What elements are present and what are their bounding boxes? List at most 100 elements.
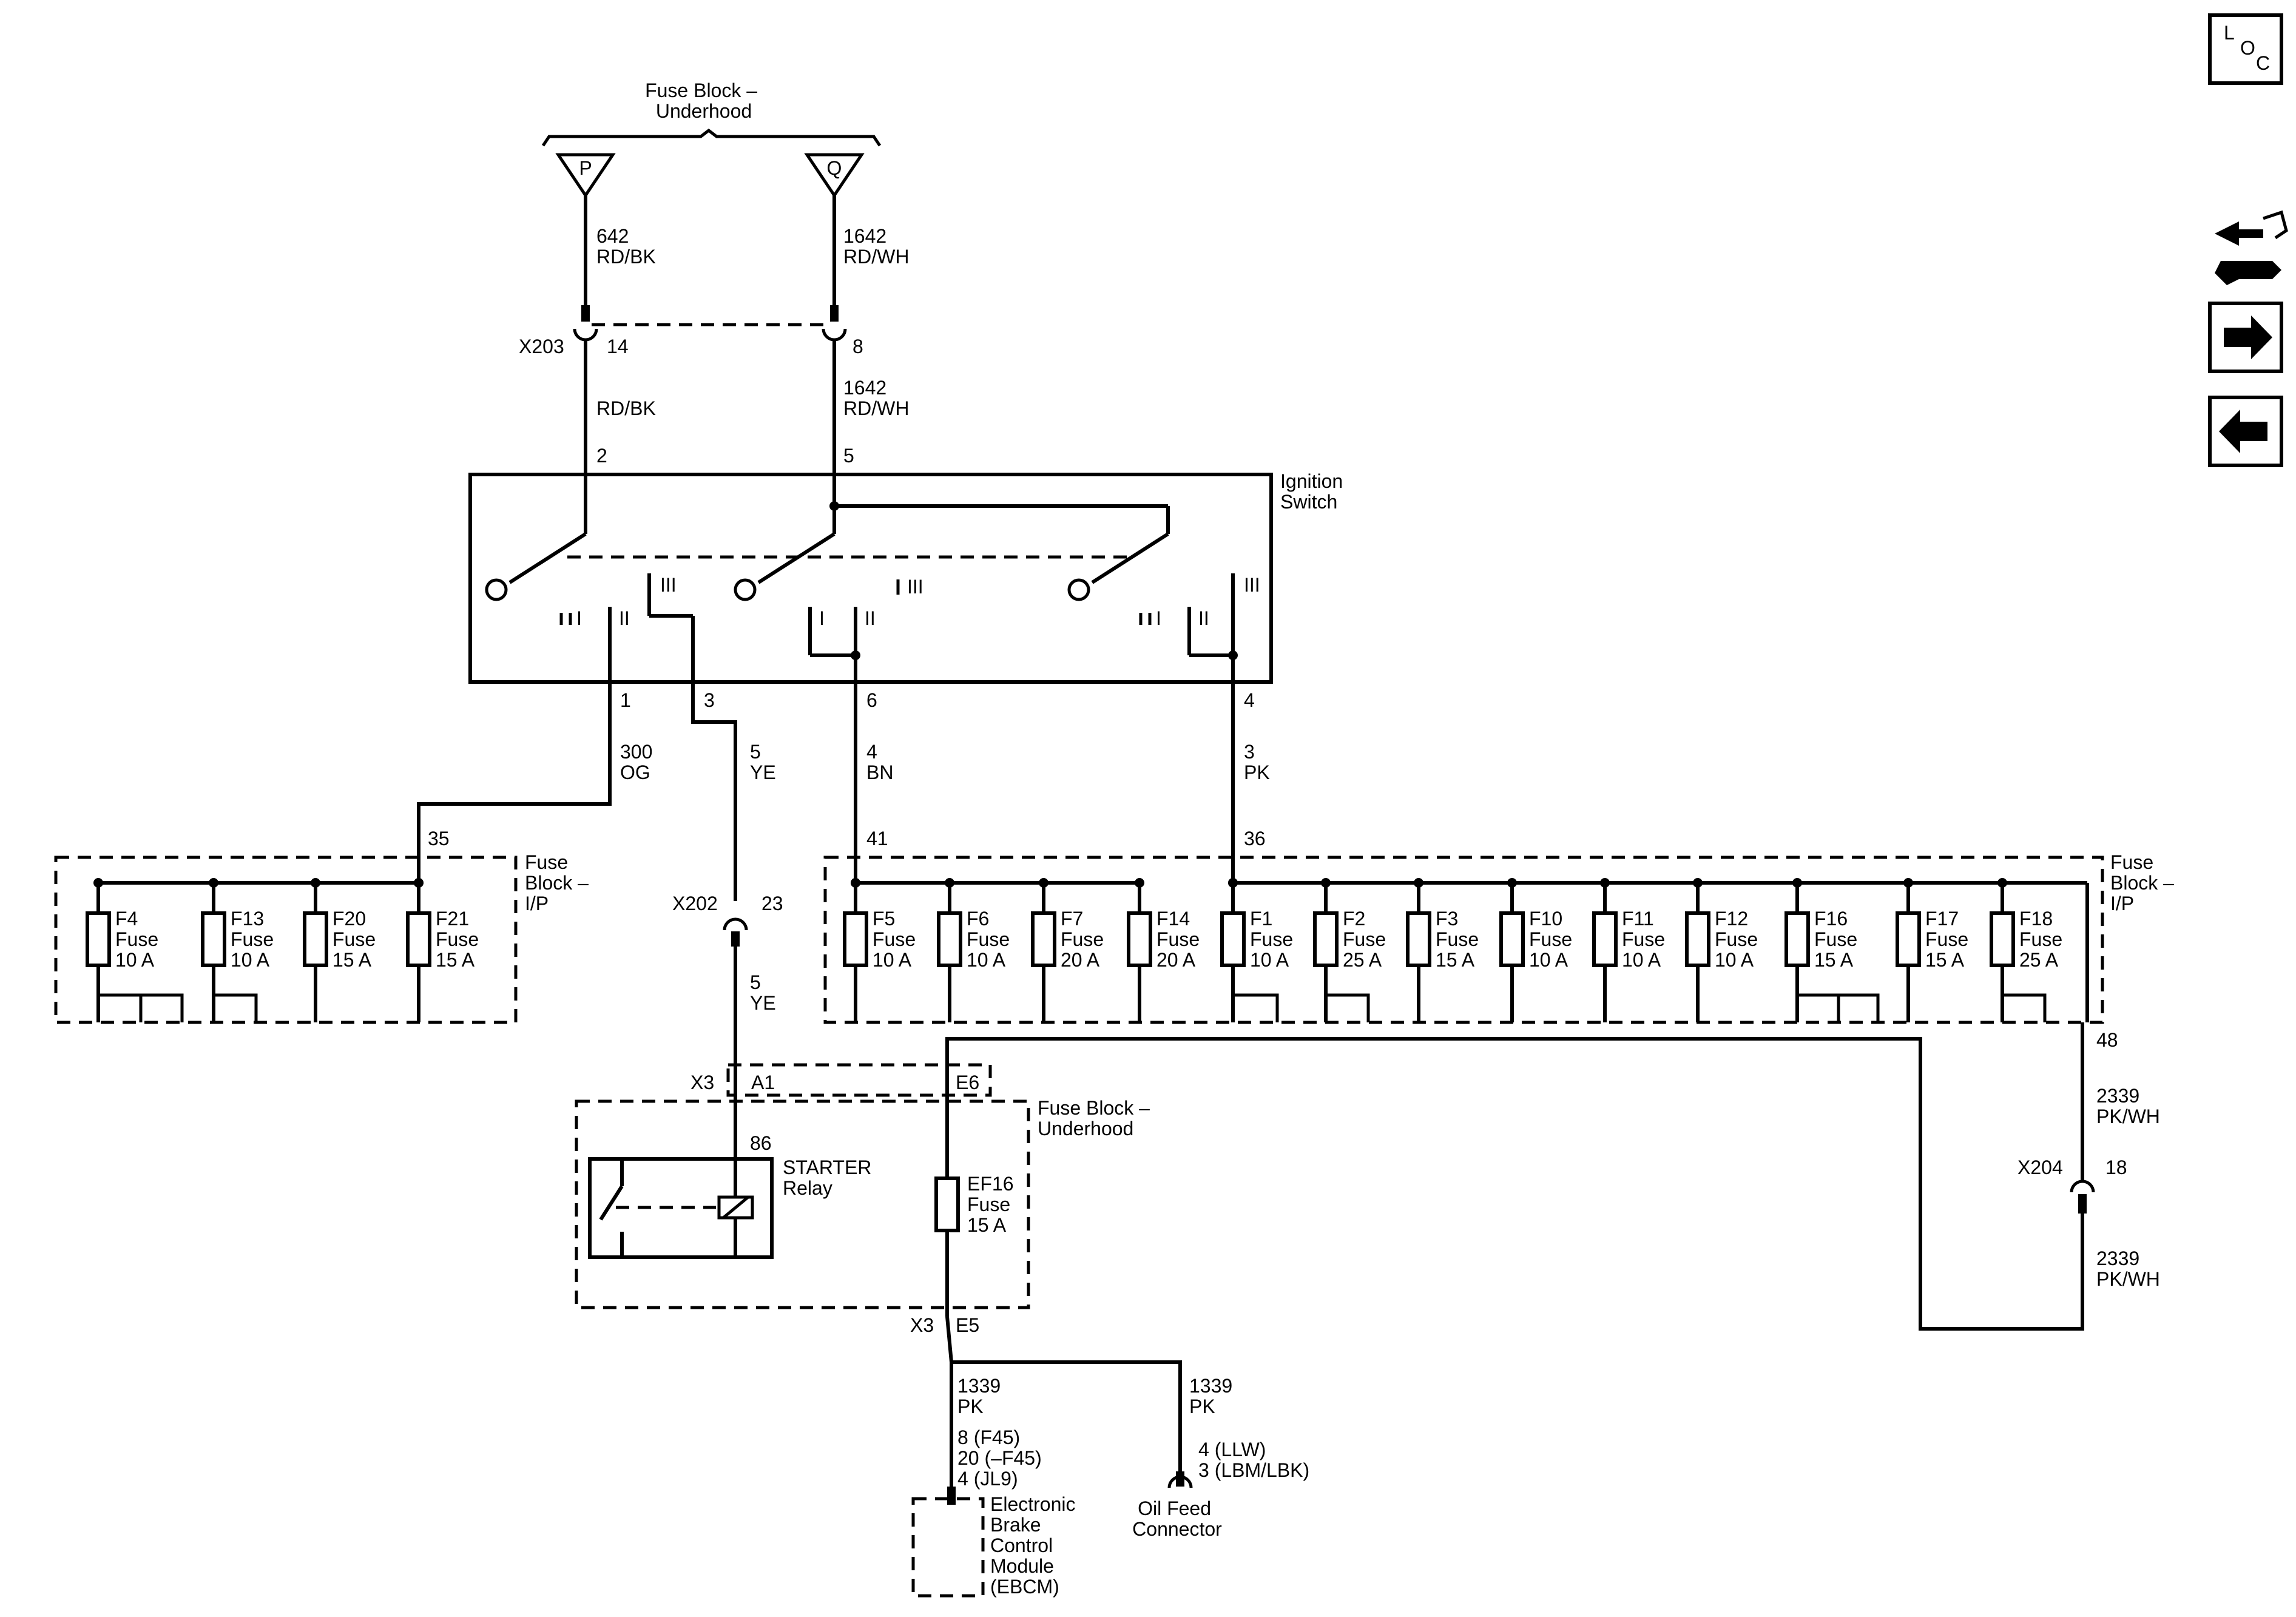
wire-5-ye	[691, 682, 737, 901]
next-arrow-icon[interactable]	[2208, 302, 2283, 373]
oil-pins-label: 4 (LLW) 3 (LBM/LBK)	[1198, 1439, 1309, 1481]
wire-4bn-label: 4 BN	[866, 741, 893, 783]
pos-ii-2: II	[865, 607, 876, 629]
connector-x203: X203 14 8	[519, 305, 863, 357]
x203-pin8: 8	[853, 336, 863, 357]
x3-bottom-label: X3	[910, 1314, 934, 1336]
loc-letter-o: O	[2240, 37, 2255, 59]
wire-1642-mid-label: 1642 RD/WH	[843, 377, 909, 419]
wire-300-og	[417, 682, 612, 883]
x202-pin23: 23	[761, 893, 783, 914]
x203-pin14: 14	[607, 336, 629, 357]
pin-35: 35	[428, 828, 450, 849]
pin-36: 36	[1244, 828, 1266, 849]
pos-ii-1: II	[619, 607, 630, 629]
loc-icon[interactable]: L O C	[2208, 13, 2283, 85]
wire-300-label: 300 OG	[620, 741, 658, 783]
wire-1642-top-label: 1642 RD/WH	[843, 225, 909, 268]
wire-1339-right	[945, 1316, 1182, 1474]
wire-1339-right-label: 1339 PK	[1189, 1375, 1238, 1417]
fuse-block-ip-left-label: Fuse Block – I/P	[525, 851, 594, 914]
pin-48: 48	[2096, 1029, 2118, 1051]
fuse-ef16-label: EF16 Fuse 15 A	[967, 1173, 1019, 1236]
terminal-p-label: P	[579, 157, 592, 179]
fuse-block-underhood-top-label: Fuse Block – Underhood	[645, 79, 763, 122]
pin-41: 41	[866, 828, 888, 849]
fuse-block-ip-right-label: Fuse Block – I/P	[2110, 851, 2180, 914]
ign-pin1: 1	[620, 689, 631, 711]
x204-label: X204	[2017, 1156, 2063, 1178]
wire-5ye-lower-label: 5 YE	[750, 971, 776, 1014]
connector-x204: X204 18	[2017, 1156, 2127, 1214]
pos-i-1: I	[576, 607, 582, 629]
wire-2339-upper-label: 2339 PK/WH	[2096, 1085, 2160, 1127]
ebcm-pins-label: 8 (F45) 20 (–F45) 4 (JL9)	[957, 1426, 1047, 1490]
ign-pin4: 4	[1244, 689, 1255, 711]
terminal-q-symbol	[804, 153, 865, 198]
ebcm-label: Electronic Brake Control Module (EBCM)	[990, 1493, 1081, 1598]
x203-label: X203	[519, 336, 564, 357]
fuse-block-brace	[541, 128, 882, 147]
pos-i-3: I	[1156, 607, 1161, 629]
terminal-q-label: Q	[827, 157, 842, 179]
pin-a1: A1	[751, 1072, 775, 1093]
oil-feed-connector: Oil Feed Connector	[1132, 1471, 1222, 1540]
pin-e5: E5	[956, 1314, 979, 1336]
x3-top-label: X3	[690, 1072, 714, 1093]
ign-pin6: 6	[866, 689, 877, 711]
pin-86: 86	[750, 1132, 772, 1154]
pos-ii-3: II	[1198, 607, 1209, 629]
starter-relay-label: STARTER Relay	[783, 1156, 877, 1199]
ignition-switch-label: Ignition Switch	[1280, 470, 1348, 513]
wire-1339-left-label: 1339 PK	[957, 1375, 1006, 1417]
prev-arrow-icon[interactable]	[2208, 396, 2283, 467]
x202-label: X202	[672, 893, 718, 914]
ign-pin2: 2	[596, 445, 607, 467]
wire-rdbk-label: RD/BK	[596, 397, 656, 419]
schematic-tools-icon[interactable]	[2215, 210, 2288, 285]
ignition-switch: Ignition Switch I II III I II III	[468, 470, 1348, 684]
wire-3pk-label: 3 PK	[1244, 741, 1270, 783]
x204-pin18: 18	[2105, 1156, 2127, 1178]
wire-642-label: 642 RD/BK	[596, 225, 656, 268]
pos-i-2: I	[819, 607, 825, 629]
loc-letter-l: L	[2224, 22, 2235, 44]
pos-iii-1: III	[660, 574, 677, 596]
loc-letter-c: C	[2256, 52, 2270, 74]
fuse-block-underhood-mid-label: Fuse Block – Underhood	[1038, 1097, 1155, 1139]
fuse-block-underhood-top: Fuse Block – Underhood P Q	[541, 79, 882, 198]
terminal-p-symbol	[555, 153, 616, 198]
